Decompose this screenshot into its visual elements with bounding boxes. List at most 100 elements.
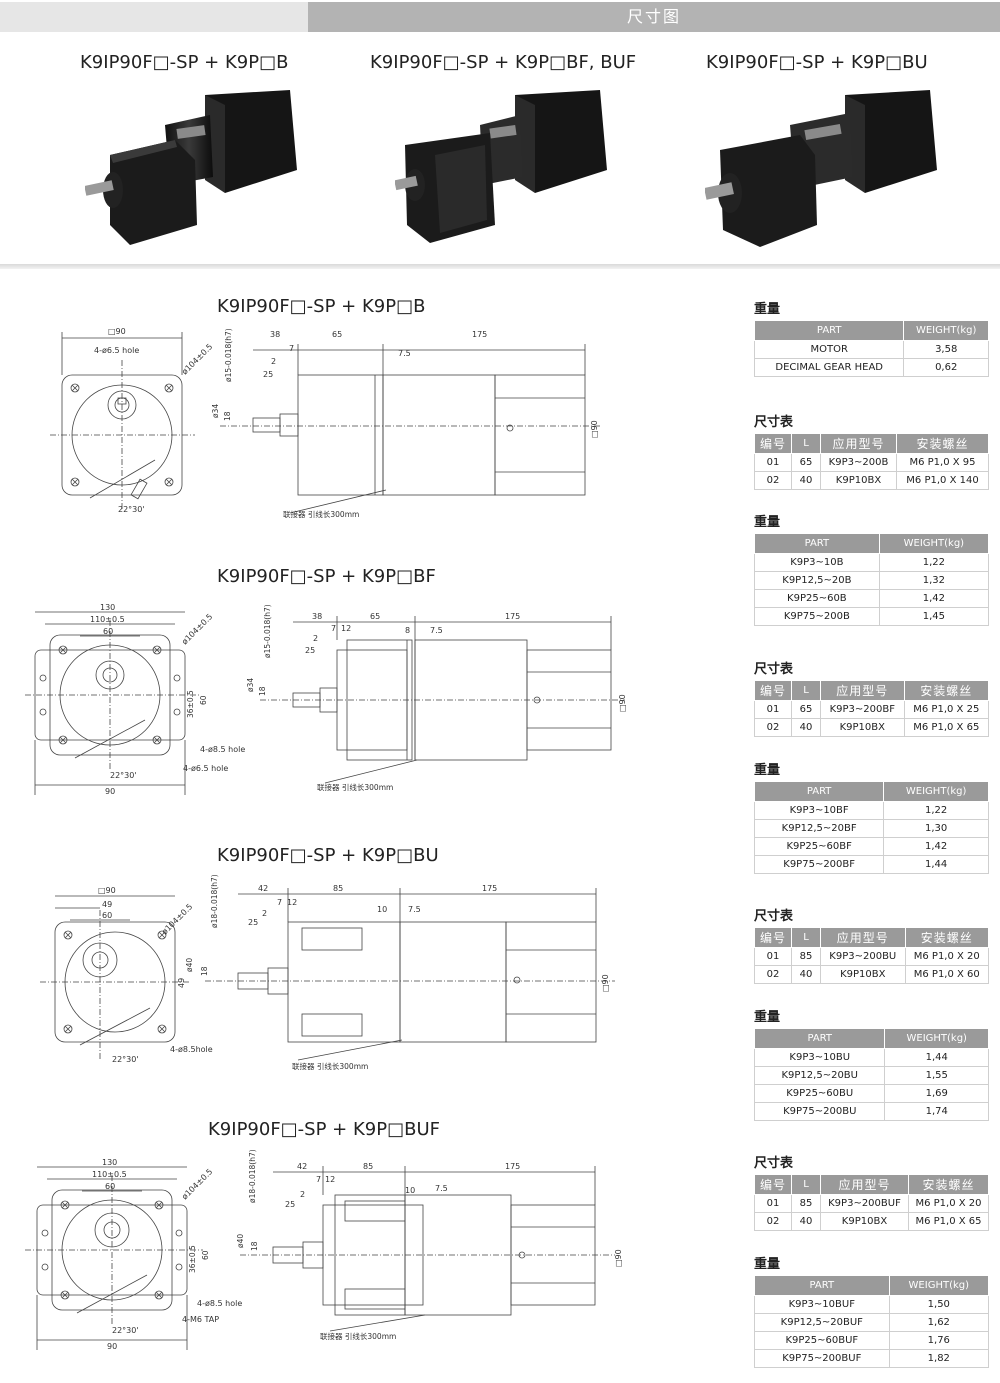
dim-small: 7.5 bbox=[398, 349, 411, 358]
dim-v49: 49 bbox=[177, 978, 186, 988]
dim-w2: 110±0.5 bbox=[92, 1170, 127, 1179]
dim-v1: 36±0.5 bbox=[186, 690, 195, 718]
dim-base: 90 bbox=[107, 1342, 117, 1351]
dim-w2: 110±0.5 bbox=[90, 615, 125, 624]
dim-small: 7.5 bbox=[435, 1184, 448, 1193]
dim-k3: 25 bbox=[248, 918, 258, 927]
dim-width: □90 bbox=[108, 327, 126, 336]
dim-flange: ø34 bbox=[211, 404, 220, 418]
page-title: 尺寸图 bbox=[308, 2, 1000, 32]
dim-body: □90 bbox=[590, 420, 599, 438]
dim-angle: 22°30' bbox=[110, 771, 137, 780]
dim-hole2: 4-ø6.5 hole bbox=[183, 764, 228, 773]
dim-shaft: ø18-0.018(h7) bbox=[248, 1149, 257, 1203]
dim-flange: ø34 bbox=[246, 678, 255, 692]
dim-w3: 60 bbox=[105, 1182, 115, 1191]
drawing-title-1: K9IP90F□-SP + K9P□B bbox=[217, 296, 426, 317]
dim-k2: 2 bbox=[262, 909, 267, 918]
drawing-1: □90 4-ø6.5 hole ø104±0.5 22°30' 38 65 17… bbox=[50, 327, 600, 519]
dim-k7: 7 bbox=[277, 898, 282, 907]
motor-photo-1 bbox=[85, 90, 297, 245]
dim-v2: 60 bbox=[199, 695, 208, 705]
mount-hole bbox=[70, 383, 80, 393]
dim-flange: ø40 bbox=[185, 958, 194, 972]
cable-note: 联接器 引线长300mm bbox=[283, 509, 359, 519]
dim-d3: 175 bbox=[482, 884, 497, 893]
dim-k7: 7 bbox=[316, 1175, 321, 1184]
dim-d1: 42 bbox=[258, 884, 268, 893]
dim-d3: 175 bbox=[472, 330, 487, 339]
dim-d1: 38 bbox=[312, 612, 322, 621]
col-part: PART bbox=[753, 320, 905, 341]
dim-shaft: ø18-0.018(h7) bbox=[210, 874, 219, 928]
dim-pcd: ø104±0.5 bbox=[180, 1167, 214, 1201]
dim-hole1: 4-ø8.5 hole bbox=[200, 745, 245, 754]
dim-k12: 12 bbox=[325, 1175, 335, 1184]
dim-h: 18 bbox=[258, 686, 267, 696]
motor-photo-3 bbox=[705, 90, 937, 247]
drawing-title-3: K9IP90F□-SP + K9P□BU bbox=[217, 845, 439, 866]
dim-h: 18 bbox=[223, 411, 232, 421]
header-bar: 尺寸图 bbox=[0, 2, 1000, 32]
dim-w3: 60 bbox=[103, 627, 113, 636]
dim-e10: 10 bbox=[377, 905, 387, 914]
dim-angle: 22°30' bbox=[118, 505, 145, 514]
dim-k3: 25 bbox=[263, 370, 273, 379]
dim-v2: 60 bbox=[201, 1250, 210, 1260]
dim-body: □90 bbox=[618, 694, 627, 712]
drawing-title-4: K9IP90F□-SP + K9P□BUF bbox=[208, 1119, 440, 1140]
drawing-3: □90 49 60 ø104±0.5 49 4-ø8.5hole 22°30' … bbox=[40, 874, 615, 1071]
cable-note: 联接器 引线长300mm bbox=[317, 782, 393, 792]
dim-hole2: 4-M6 TAP bbox=[182, 1315, 219, 1324]
dim-pcd: ø104±0.5 bbox=[180, 612, 214, 646]
dim-w1: 130 bbox=[100, 603, 115, 612]
dim-k7: 7 bbox=[331, 624, 336, 633]
model-title-2: K9IP90F□-SP + K9P□BF, BUF bbox=[370, 52, 637, 73]
dim-flange: ø40 bbox=[236, 1234, 245, 1248]
dim-h: 18 bbox=[200, 966, 209, 976]
dim-d2: 65 bbox=[370, 612, 380, 621]
dim-d2: 85 bbox=[363, 1162, 373, 1171]
model-title-3: K9IP90F□-SP + K9P□BU bbox=[706, 52, 928, 73]
dim-w60: 60 bbox=[102, 911, 112, 920]
cable-note: 联接器 引线长300mm bbox=[320, 1331, 396, 1341]
dim-hole: 4-ø8.5hole bbox=[170, 1045, 213, 1054]
col-weight: WEIGHT(kg) bbox=[903, 320, 989, 341]
dim-k2: 2 bbox=[300, 1190, 305, 1199]
dim-width: □90 bbox=[98, 886, 116, 895]
dim-d1: 38 bbox=[270, 330, 280, 339]
dim-d3: 175 bbox=[505, 1162, 520, 1171]
dim-k12: 12 bbox=[341, 624, 351, 633]
